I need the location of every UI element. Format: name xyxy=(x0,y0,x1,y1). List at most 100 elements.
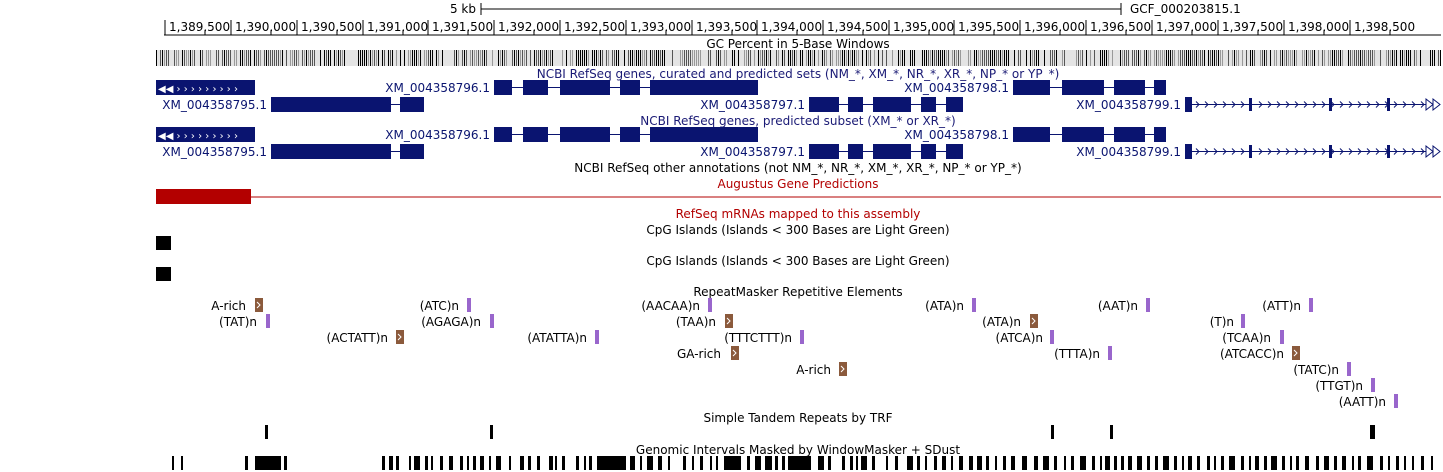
masked-interval-block[interactable] xyxy=(934,456,937,470)
masked-interval-block[interactable] xyxy=(409,456,411,470)
exon-block[interactable] xyxy=(809,97,839,112)
repeat-block-simple[interactable] xyxy=(1371,378,1375,392)
trf-track[interactable] xyxy=(265,425,1375,439)
exon-block[interactable] xyxy=(1013,127,1050,142)
repeat-block-simple[interactable] xyxy=(972,298,976,312)
masked-interval-block[interactable] xyxy=(425,456,428,470)
masked-interval-block[interactable] xyxy=(1296,456,1299,470)
masked-interval-block[interactable] xyxy=(1282,456,1285,470)
masked-interval-block[interactable] xyxy=(1071,456,1074,470)
masked-interval-block[interactable] xyxy=(1188,456,1192,470)
masked-interval-block[interactable] xyxy=(467,456,469,470)
exon-block[interactable] xyxy=(848,97,863,112)
masked-interval-block[interactable] xyxy=(630,456,635,470)
exon-block[interactable] xyxy=(1013,80,1050,95)
gene-exon-arrow-block[interactable] xyxy=(156,80,255,95)
masked-interval-block[interactable] xyxy=(724,456,741,470)
masked-interval-block[interactable] xyxy=(917,456,920,470)
repeat-block-simple[interactable] xyxy=(800,330,804,344)
refseq-all-track[interactable]: ◀◀ › › › › › › › › ›XM_004358795.1XM_004… xyxy=(156,80,1441,112)
masked-interval-block[interactable] xyxy=(1034,456,1038,470)
masked-interval-block[interactable] xyxy=(842,456,845,470)
exon-block[interactable] xyxy=(523,127,548,142)
exon-block[interactable] xyxy=(921,144,936,159)
masked-interval-block[interactable] xyxy=(1155,456,1158,470)
trf-repeat-block[interactable] xyxy=(1370,425,1375,439)
masked-interval-block[interactable] xyxy=(969,456,973,470)
repeat-block-other[interactable] xyxy=(396,330,404,344)
exon-block[interactable] xyxy=(873,97,911,112)
masked-interval-block[interactable] xyxy=(396,456,399,470)
exon-block[interactable] xyxy=(271,97,391,112)
exon-block[interactable] xyxy=(400,97,424,112)
cpg-island-block[interactable] xyxy=(156,267,171,281)
masked-interval-block[interactable] xyxy=(1229,456,1235,470)
masked-interval-block[interactable] xyxy=(440,456,443,470)
exon-block[interactable] xyxy=(873,144,911,159)
windowmasker-track[interactable] xyxy=(172,456,1433,470)
exon-block[interactable] xyxy=(271,144,391,159)
masked-interval-block[interactable] xyxy=(489,456,491,470)
masked-interval-block[interactable] xyxy=(668,456,670,470)
repeat-block-other[interactable] xyxy=(1030,314,1038,328)
masked-interval-block[interactable] xyxy=(692,456,694,470)
repeat-block-simple[interactable] xyxy=(1146,298,1150,312)
masked-interval-block[interactable] xyxy=(1367,456,1373,470)
exon-block[interactable] xyxy=(560,127,610,142)
repeat-block-simple[interactable] xyxy=(266,314,270,328)
masked-interval-block[interactable] xyxy=(1358,456,1361,470)
masked-interval-block[interactable] xyxy=(1305,456,1309,470)
masked-interval-block[interactable] xyxy=(520,456,524,470)
masked-interval-block[interactable] xyxy=(576,456,579,470)
repeatmasker-track[interactable]: A-rich(ATC)n(AACAA)n(ATA)n(AAT)n(ATT)n(T… xyxy=(211,298,1398,409)
masked-interval-block[interactable] xyxy=(658,456,662,470)
masked-interval-block[interactable] xyxy=(1011,456,1015,470)
masked-interval-block[interactable] xyxy=(1241,456,1244,470)
masked-interval-block[interactable] xyxy=(1100,456,1102,470)
exon-block[interactable] xyxy=(620,80,640,95)
masked-interval-block[interactable] xyxy=(597,456,626,470)
masked-interval-block[interactable] xyxy=(431,456,433,470)
gc-percent-wiggle[interactable] xyxy=(156,50,1441,66)
masked-interval-block[interactable] xyxy=(589,456,592,470)
masked-interval-block[interactable] xyxy=(1255,456,1259,470)
masked-interval-block[interactable] xyxy=(640,456,642,470)
repeat-block-simple[interactable] xyxy=(1309,298,1313,312)
masked-interval-block[interactable] xyxy=(584,456,586,470)
masked-interval-block[interactable] xyxy=(562,456,565,470)
masked-interval-block[interactable] xyxy=(1064,456,1066,470)
masked-interval-block[interactable] xyxy=(1197,456,1200,470)
repeat-block-simple[interactable] xyxy=(490,314,494,328)
exon-block[interactable] xyxy=(946,97,963,112)
masked-interval-block[interactable] xyxy=(856,456,858,470)
exon-block[interactable] xyxy=(1387,98,1390,111)
masked-interval-block[interactable] xyxy=(872,456,875,470)
masked-interval-block[interactable] xyxy=(1121,456,1124,470)
masked-interval-block[interactable] xyxy=(942,456,946,470)
exon-block[interactable] xyxy=(650,80,758,95)
exon-block[interactable] xyxy=(1185,97,1192,112)
masked-interval-block[interactable] xyxy=(245,456,248,470)
masked-interval-block[interactable] xyxy=(1334,456,1337,470)
exon-block[interactable] xyxy=(1062,80,1104,95)
repeat-block-other[interactable] xyxy=(839,362,847,376)
masked-interval-block[interactable] xyxy=(549,456,553,470)
masked-interval-block[interactable] xyxy=(895,456,898,470)
masked-interval-block[interactable] xyxy=(861,456,867,470)
masked-interval-block[interactable] xyxy=(509,456,511,470)
exon-block[interactable] xyxy=(400,144,424,159)
masked-interval-block[interactable] xyxy=(788,456,811,470)
masked-interval-block[interactable] xyxy=(181,456,183,470)
repeat-block-simple[interactable] xyxy=(1347,362,1351,376)
masked-interval-block[interactable] xyxy=(1080,456,1086,470)
exon-block[interactable] xyxy=(848,144,863,159)
exon-block[interactable] xyxy=(1154,80,1166,95)
exon-block[interactable] xyxy=(620,127,640,142)
masked-interval-block[interactable] xyxy=(828,456,831,470)
masked-interval-block[interactable] xyxy=(747,456,750,470)
masked-interval-block[interactable] xyxy=(1092,456,1095,470)
exon-block[interactable] xyxy=(1114,80,1145,95)
masked-interval-block[interactable] xyxy=(1163,456,1169,470)
repeat-block-simple[interactable] xyxy=(708,298,712,312)
